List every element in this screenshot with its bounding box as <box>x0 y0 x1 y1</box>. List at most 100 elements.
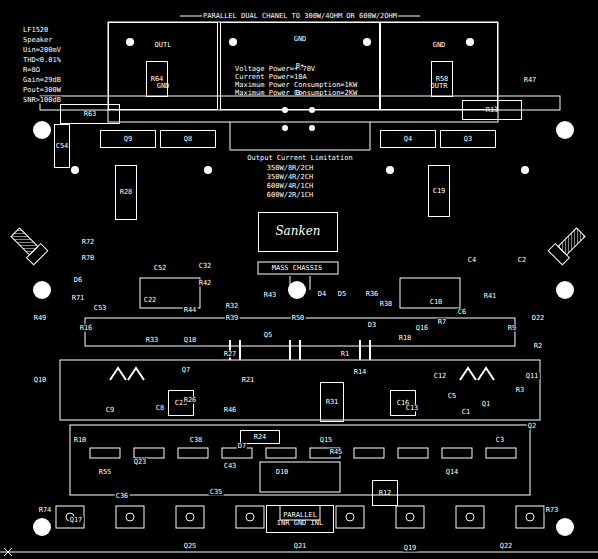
callout-number: R71 <box>71 295 86 302</box>
component-outline: R31 <box>320 382 344 422</box>
designator: Q4 <box>404 135 412 143</box>
designator: R64 <box>151 75 164 83</box>
callout-number: R72 <box>81 239 96 246</box>
spec-note: THD<0.01% <box>22 57 62 64</box>
spec-note: Speaker <box>22 37 54 44</box>
callout-number: Q19 <box>403 545 418 552</box>
logo-box: Sanken <box>258 212 338 252</box>
callout-number: R1 <box>340 351 350 358</box>
callout-number: Q25 <box>183 543 198 550</box>
callout-number: Q18 <box>183 337 198 344</box>
callout-number: D10 <box>275 469 290 476</box>
designator: Voltage Power=+-70V <box>235 65 315 73</box>
component-outline: R63 <box>60 104 120 124</box>
callout-number: R73 <box>545 507 560 514</box>
designator: C19 <box>433 187 446 195</box>
component-outline: C16 <box>390 390 416 416</box>
parallel-jumper: PARALLELINR GND INL <box>266 505 334 533</box>
designator: C54 <box>56 142 69 150</box>
callout-number: R39 <box>225 315 240 322</box>
callout-number: D6 <box>73 277 83 284</box>
designator: R24 <box>254 433 267 441</box>
designator: Q9 <box>124 135 132 143</box>
callout-number: R18 <box>398 335 413 342</box>
designator: Maximum Power Consumption=1KW <box>235 81 357 89</box>
designator: R31 <box>326 398 339 406</box>
logo-text: Sanken <box>275 225 320 239</box>
callout-number: R10 <box>73 437 88 444</box>
callout-number: R70 <box>81 255 96 262</box>
callout-number: C36 <box>115 493 130 500</box>
callout-number: Q22 <box>499 543 514 550</box>
callout-number: C53 <box>93 305 108 312</box>
designator: GND <box>433 41 446 49</box>
designator: OUTR <box>431 82 448 90</box>
component-outline: Q4 <box>380 130 436 148</box>
callout-number: Q5 <box>263 332 273 339</box>
callout-number: Q7 <box>181 367 191 374</box>
callout-number: C4 <box>467 257 477 264</box>
callout-number: D3 <box>367 322 377 329</box>
callout-number: C13 <box>405 405 420 412</box>
spec-note: Output Current Limitation <box>246 155 353 162</box>
callout-number: C43 <box>223 463 238 470</box>
designator: R13 <box>486 106 499 114</box>
callout-number: C32 <box>198 263 213 270</box>
callout-number: R33 <box>145 337 160 344</box>
component-outline: C54 <box>54 124 70 168</box>
callout-number: Q10 <box>33 377 48 384</box>
spec-note: Pout=300W <box>22 87 62 94</box>
callout-number: C3 <box>495 437 505 444</box>
component-outline: R13 <box>462 100 522 120</box>
callout-number: R2 <box>533 343 543 350</box>
board-title: PARALLEL DUAL CHANEL TO 300W/4OHM OR 600… <box>202 13 398 20</box>
callout-number: R55 <box>98 469 113 476</box>
callout-number: R32 <box>225 303 240 310</box>
callout-number: R27 <box>223 351 238 358</box>
callout-number: R9 <box>507 325 517 332</box>
component-outline: Q9 <box>100 130 156 148</box>
callout-number: D5 <box>337 291 347 298</box>
spec-note: 350W/8R/2CH <box>266 165 314 172</box>
designator: GND <box>294 35 307 43</box>
component-outline: C19 <box>428 165 450 217</box>
callout-number: C9 <box>105 407 115 414</box>
callout-number: Q16 <box>415 325 430 332</box>
designator: R12 <box>379 489 392 497</box>
spec-note: 350W/4R/2CH <box>266 174 314 181</box>
callout-number: R43 <box>263 292 278 299</box>
callout-number: C5 <box>447 393 457 400</box>
spec-note: R=8Ω <box>22 67 41 74</box>
callout-number: Q15 <box>319 437 334 444</box>
callout-number: Q17 <box>69 517 84 524</box>
designator: R58 <box>436 75 449 83</box>
component-outline: Voltage Power=+-70VCurrent Power=10AMaxi… <box>233 59 369 103</box>
callout-number: C10 <box>429 299 444 306</box>
callout-number: Q21 <box>293 543 308 550</box>
designator: INR GND INL <box>277 519 323 527</box>
component-outline: R28 <box>115 165 137 220</box>
callout-number: R21 <box>241 377 256 384</box>
callout-number: R36 <box>365 291 380 298</box>
callout-number: C8 <box>155 405 165 412</box>
designator: Maximum Power Consumption=2KW <box>235 89 357 97</box>
designator: R28 <box>120 188 133 196</box>
designator: R63 <box>84 110 97 118</box>
callout-number: C38 <box>189 437 204 444</box>
callout-number: R45 <box>329 449 344 456</box>
callout-number: R26 <box>183 397 198 404</box>
callout-number: Q1 <box>481 401 491 408</box>
callout-number: D7 <box>237 443 247 450</box>
spec-note: 600W/4R/1CH <box>266 183 314 190</box>
designator: Q3 <box>464 135 472 143</box>
callout-number: D4 <box>317 291 327 298</box>
callout-number: R47 <box>523 77 538 84</box>
component-outline: Q8 <box>160 130 216 148</box>
callout-number: C35 <box>209 489 224 496</box>
terminal-block: GND OUTRR58 <box>380 22 498 110</box>
designator: PARALLEL <box>283 511 317 519</box>
designator: OUTL <box>155 41 172 49</box>
callout-number: R74 <box>38 507 53 514</box>
callout-number: R41 <box>483 293 498 300</box>
callout-number: R16 <box>79 325 94 332</box>
